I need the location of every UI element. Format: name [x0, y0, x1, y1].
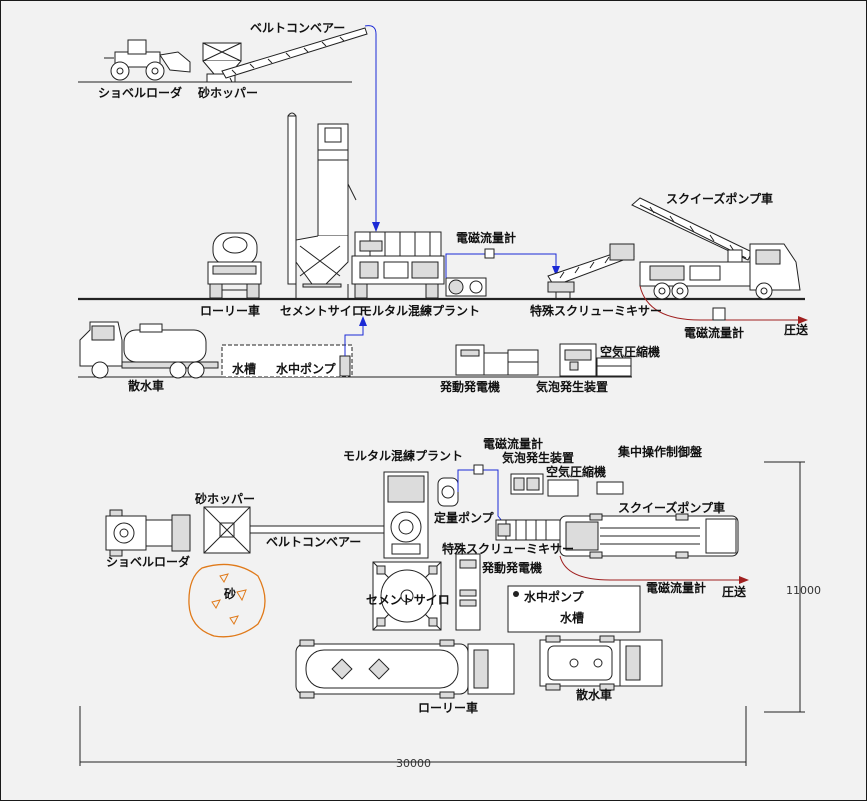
label-screw-plan: 特殊スクリューミキサー [442, 541, 574, 556]
squeeze-pump-truck-side [631, 197, 801, 300]
label-generator-top: 発動発電機 [439, 379, 500, 394]
squeeze-pump-truck-plan [559, 513, 739, 559]
cement-silo-plan [372, 561, 442, 631]
label-squeeze-top: スクイーズポンプ車 [666, 191, 773, 206]
label-sprinkler-plan: 散水車 [576, 687, 612, 702]
label-loader-plan: ショベルローダ [106, 554, 190, 569]
pump-to-plant-pipe [344, 322, 364, 356]
loader-side [104, 39, 191, 81]
label-air-comp-top: 空気圧縮機 [600, 344, 660, 359]
label-pressure-top: 圧送 [784, 322, 809, 337]
lorry-front [207, 232, 262, 299]
water-tank-plan [507, 585, 641, 633]
label-flowmeter-bottom-top: 電磁流量計 [684, 325, 744, 340]
screw-mixer-plan [495, 519, 561, 541]
label-foam-plan: 気泡発生装置 [502, 450, 574, 465]
label-plant-plan: モルタル混練プラント [343, 448, 463, 463]
cement-silo-side [287, 112, 357, 299]
foam-generator-side [559, 343, 597, 377]
central-control-plan [596, 481, 624, 495]
foam-generator-plan [510, 473, 544, 495]
generator-plan [455, 553, 481, 631]
label-flowmeter-bottom-plan: 電磁流量計 [646, 580, 706, 595]
water-tank-side [221, 344, 353, 378]
pressure-line-top [639, 285, 804, 321]
generator-side [455, 344, 539, 376]
label-hopper-top: 砂ホッパー [197, 85, 258, 100]
screw-mixer-side [547, 243, 635, 299]
air-compressor-side [596, 357, 632, 377]
sprinkler-truck-side [79, 321, 219, 379]
label-screw-top: 特殊スクリューミキサー [530, 303, 662, 318]
label-sprinkler-top: 散水車 [128, 378, 164, 393]
label-metering-pump-plan: 定量ポンプ [434, 510, 495, 525]
label-pressure-plan: 圧送 [722, 584, 747, 599]
label-silo-top: セメントサイロ [280, 304, 364, 318]
label-subpump-top: 水中ポンプ [276, 361, 337, 376]
label-lorry-plan: ローリー車 [418, 700, 478, 715]
sand-hopper-plan [203, 506, 251, 554]
metering-pump-plan [437, 477, 459, 507]
label-control-plan: 集中操作制御盤 [617, 444, 703, 459]
belt-conveyor-plan [249, 525, 385, 534]
label-lorry-top: ローリー車 [200, 303, 260, 318]
label-subpump-plan: 水中ポンプ [524, 589, 585, 604]
mortar-plant-side [351, 231, 445, 299]
dimension-height [764, 461, 805, 713]
air-compressor-plan [547, 479, 579, 497]
label-squeeze-plan: スクイーズポンプ車 [618, 500, 725, 515]
label-flowmeter-plan: 電磁流量計 [483, 436, 543, 451]
label-sand: 砂 [223, 586, 236, 601]
sand-pile [188, 563, 266, 638]
label-flowmeter-top: 電磁流量計 [456, 230, 516, 245]
label-foam-top: 気泡発生装置 [536, 379, 608, 394]
dim-height-label: 11000 [786, 584, 821, 597]
label-generator-plan: 発動発電機 [481, 560, 542, 575]
flowmeter-plan-symbol [473, 464, 484, 475]
dim-width-label: 30000 [396, 757, 431, 770]
pressure-line-plan [559, 555, 745, 581]
label-belt-conveyor-top: ベルトコンベアー [250, 21, 345, 35]
plan-view [79, 461, 805, 766]
dimension-width [79, 706, 747, 766]
loader-plan [105, 509, 191, 557]
elevation-view [78, 25, 808, 379]
labels: ベルトコンベアー ショベルローダ 砂ホッパー スクイーズポンプ車 電磁流量計 ロ… [98, 21, 821, 770]
label-aircomp-plan: 空気圧縮機 [546, 464, 606, 479]
label-loader-top: ショベルローダ [98, 85, 182, 100]
label-silo-plan: セメントサイロ [366, 593, 450, 607]
flowmeter-line-top [445, 253, 557, 278]
label-tank-plan: 水槽 [560, 610, 584, 625]
sprinkler-truck-plan [539, 635, 663, 691]
sand-hopper-side [202, 42, 242, 83]
flowmeter-bottom-symbol-top [712, 307, 726, 321]
belt-conveyor-side [221, 27, 368, 83]
conveyor-feed-pipe [364, 25, 377, 226]
pump-unit-side [445, 277, 487, 297]
label-tank-top: 水槽 [232, 361, 256, 376]
mortar-plant-plan [383, 471, 429, 559]
label-hopper-plan: 砂ホッパー [194, 491, 255, 506]
lorry-plan [295, 639, 515, 699]
label-plant-top: モルタル混練プラント [360, 303, 480, 318]
flowmeter-top-symbol [484, 248, 495, 259]
label-conveyor-plan: ベルトコンベアー [266, 535, 361, 549]
flowmeter-line-plan [457, 469, 507, 527]
